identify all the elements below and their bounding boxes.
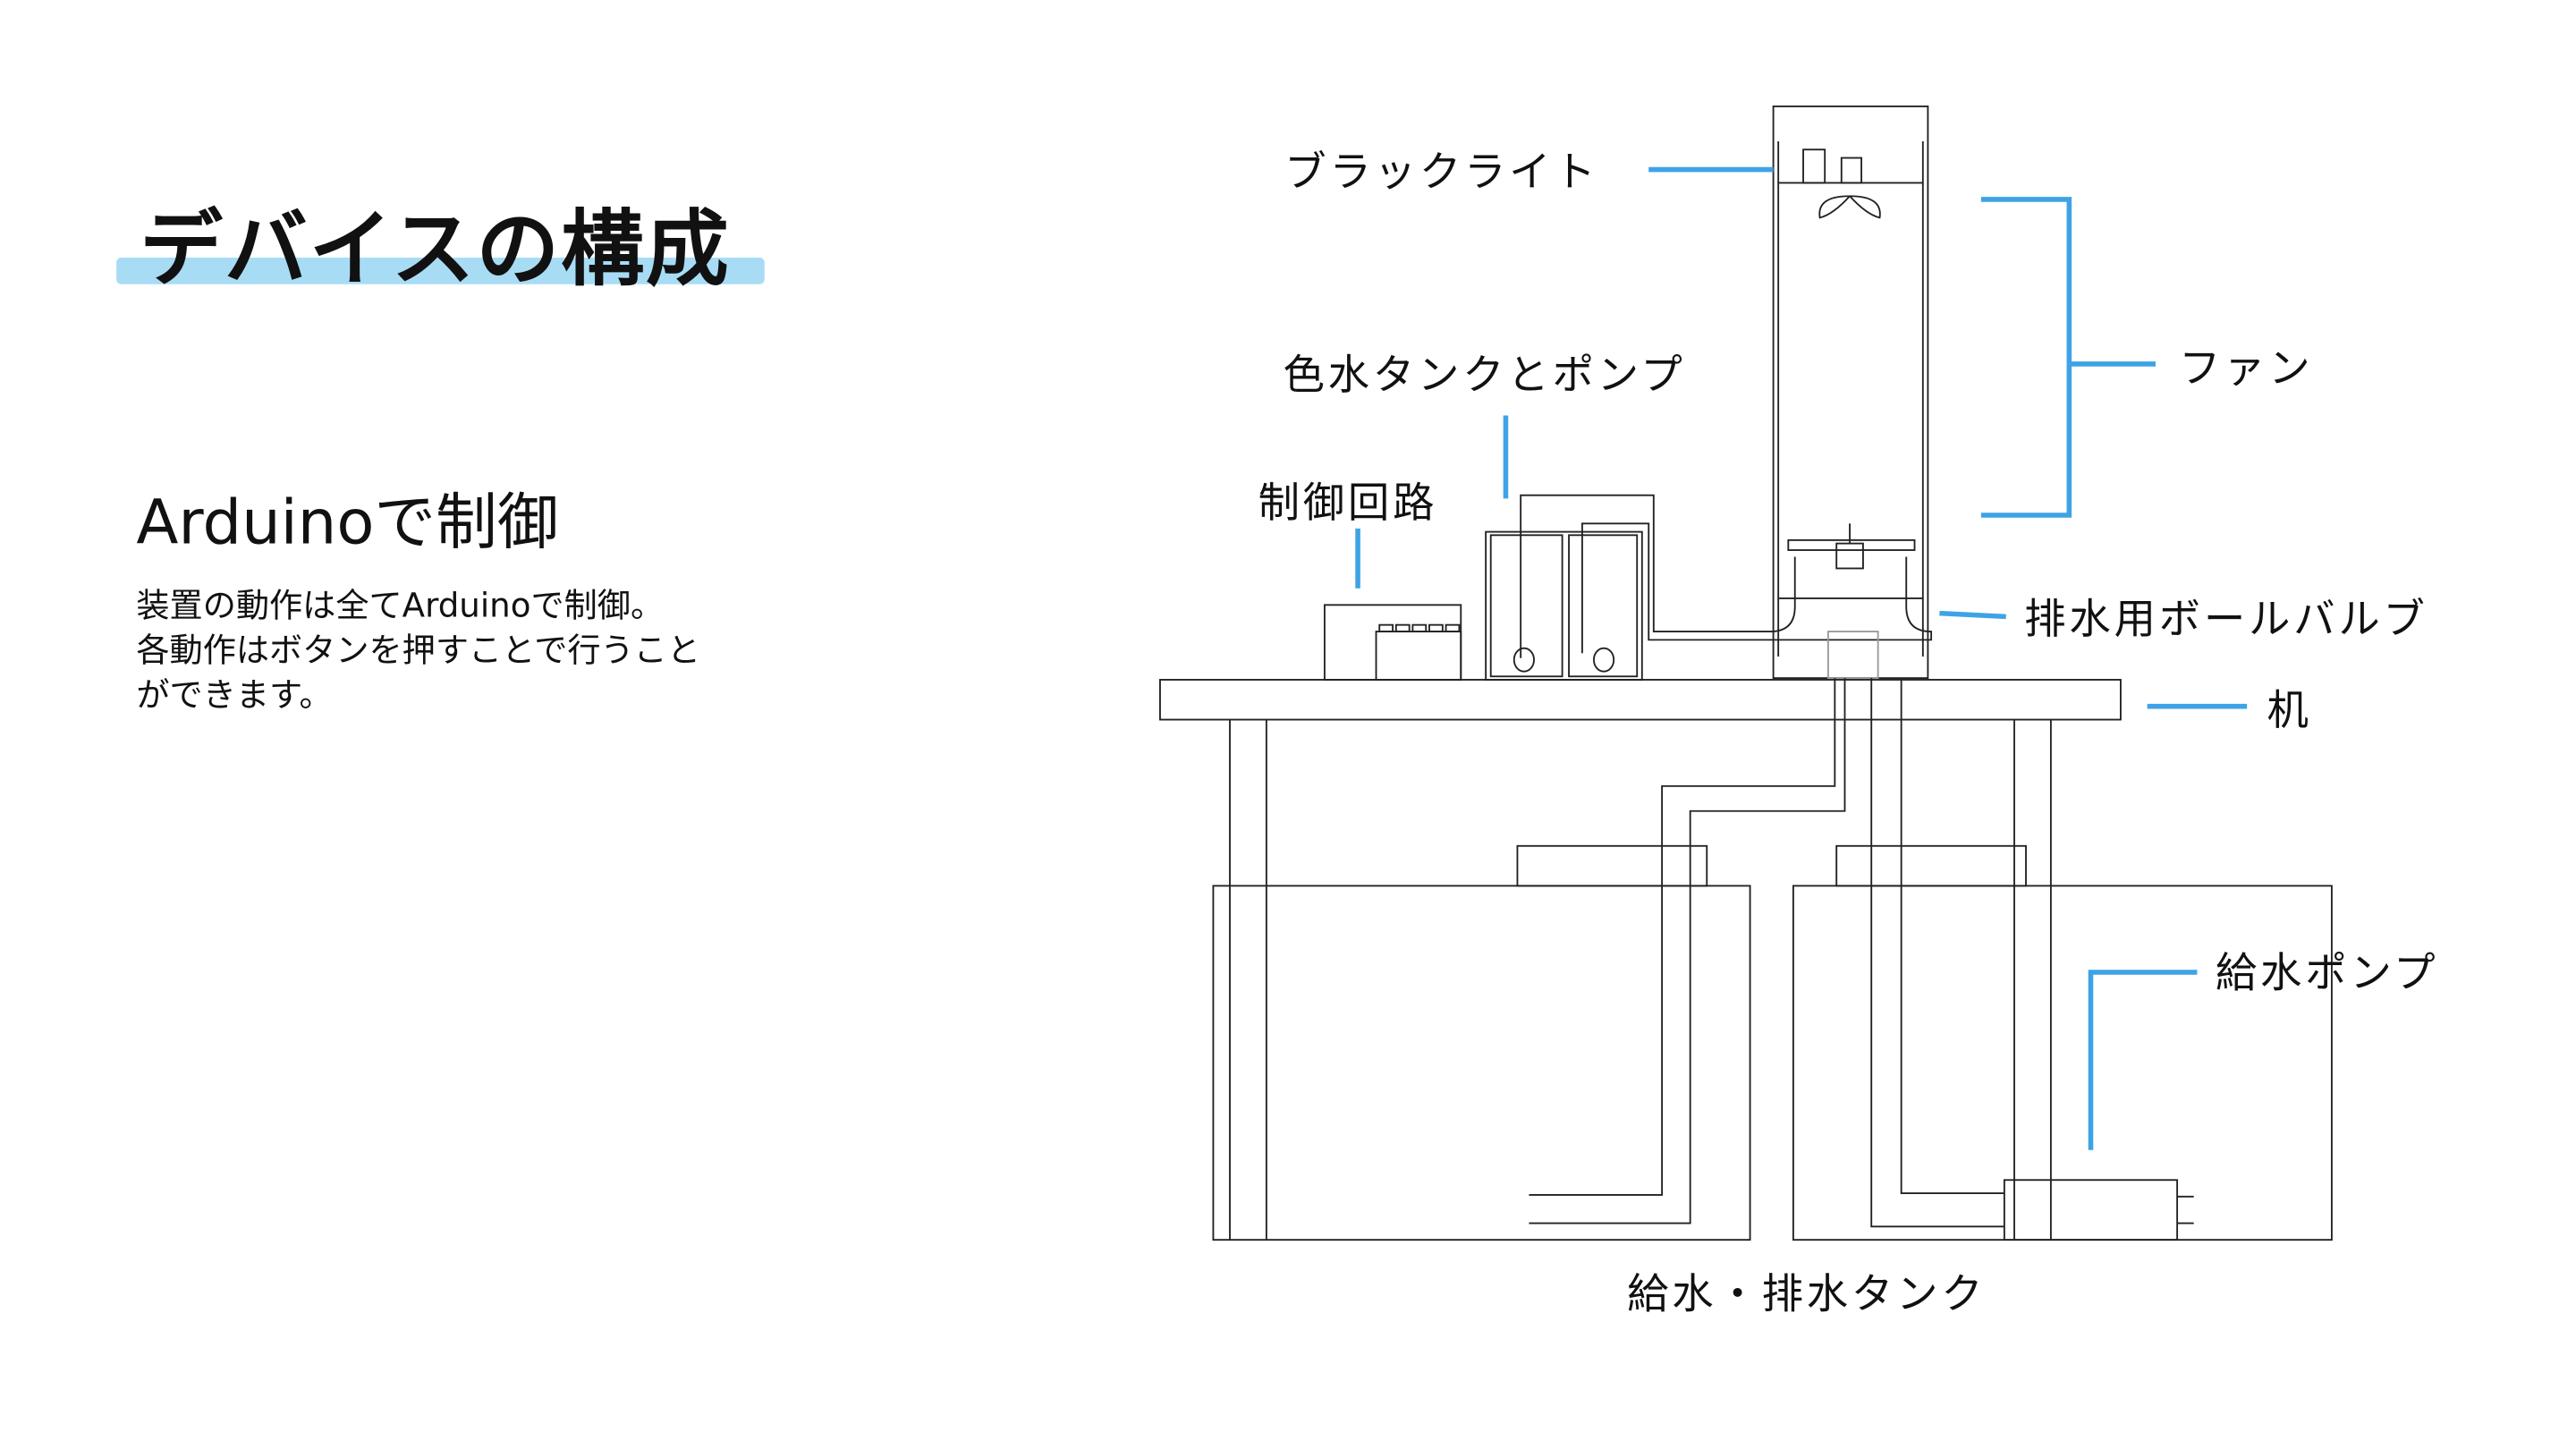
control-circuit-shape [1323,604,1462,681]
label-supply-pump: 給水ポンプ [2215,948,2439,997]
description-line: ができます。 [136,674,333,715]
label-supply-drain-tank: 給水・排水タンク [1627,1269,1987,1318]
page-title: デバイスの構成 [140,200,731,298]
label-blacklight: ブラックライト [1284,148,1599,197]
desk-shape [1159,679,2122,721]
label-control-circuit: 制御回路 [1258,479,1438,528]
title-highlight [116,258,765,284]
description-line: 各動作はボタンを押すことで行うこと [136,630,701,670]
label-drain-ball-valve: 排水用ボールバルブ [2024,595,2428,644]
description-line: 装置の動作は全てArduinoで制御。 [136,585,665,625]
leader-lines [1355,166,2248,1150]
section-heading: Arduinoで制御 [136,487,559,559]
fan-bracket [1980,197,2156,518]
label-color-tank-pump: 色水タンクとポンプ [1283,351,1686,399]
blacklight-shape [1802,148,1826,184]
color-tank-shape [1485,530,1643,681]
valve-leader [1939,610,2006,620]
supply-pump-leader [2088,970,2198,1150]
display-box [1772,105,1929,680]
supply-tank-shape [1212,885,1751,1241]
supply-pump-shape [2003,1179,2179,1241]
label-desk: 机 [2267,686,2312,735]
drain-tank-shape [1792,885,2333,1241]
fan-shape [1818,195,1881,219]
label-fan: ファン [2178,343,2314,393]
